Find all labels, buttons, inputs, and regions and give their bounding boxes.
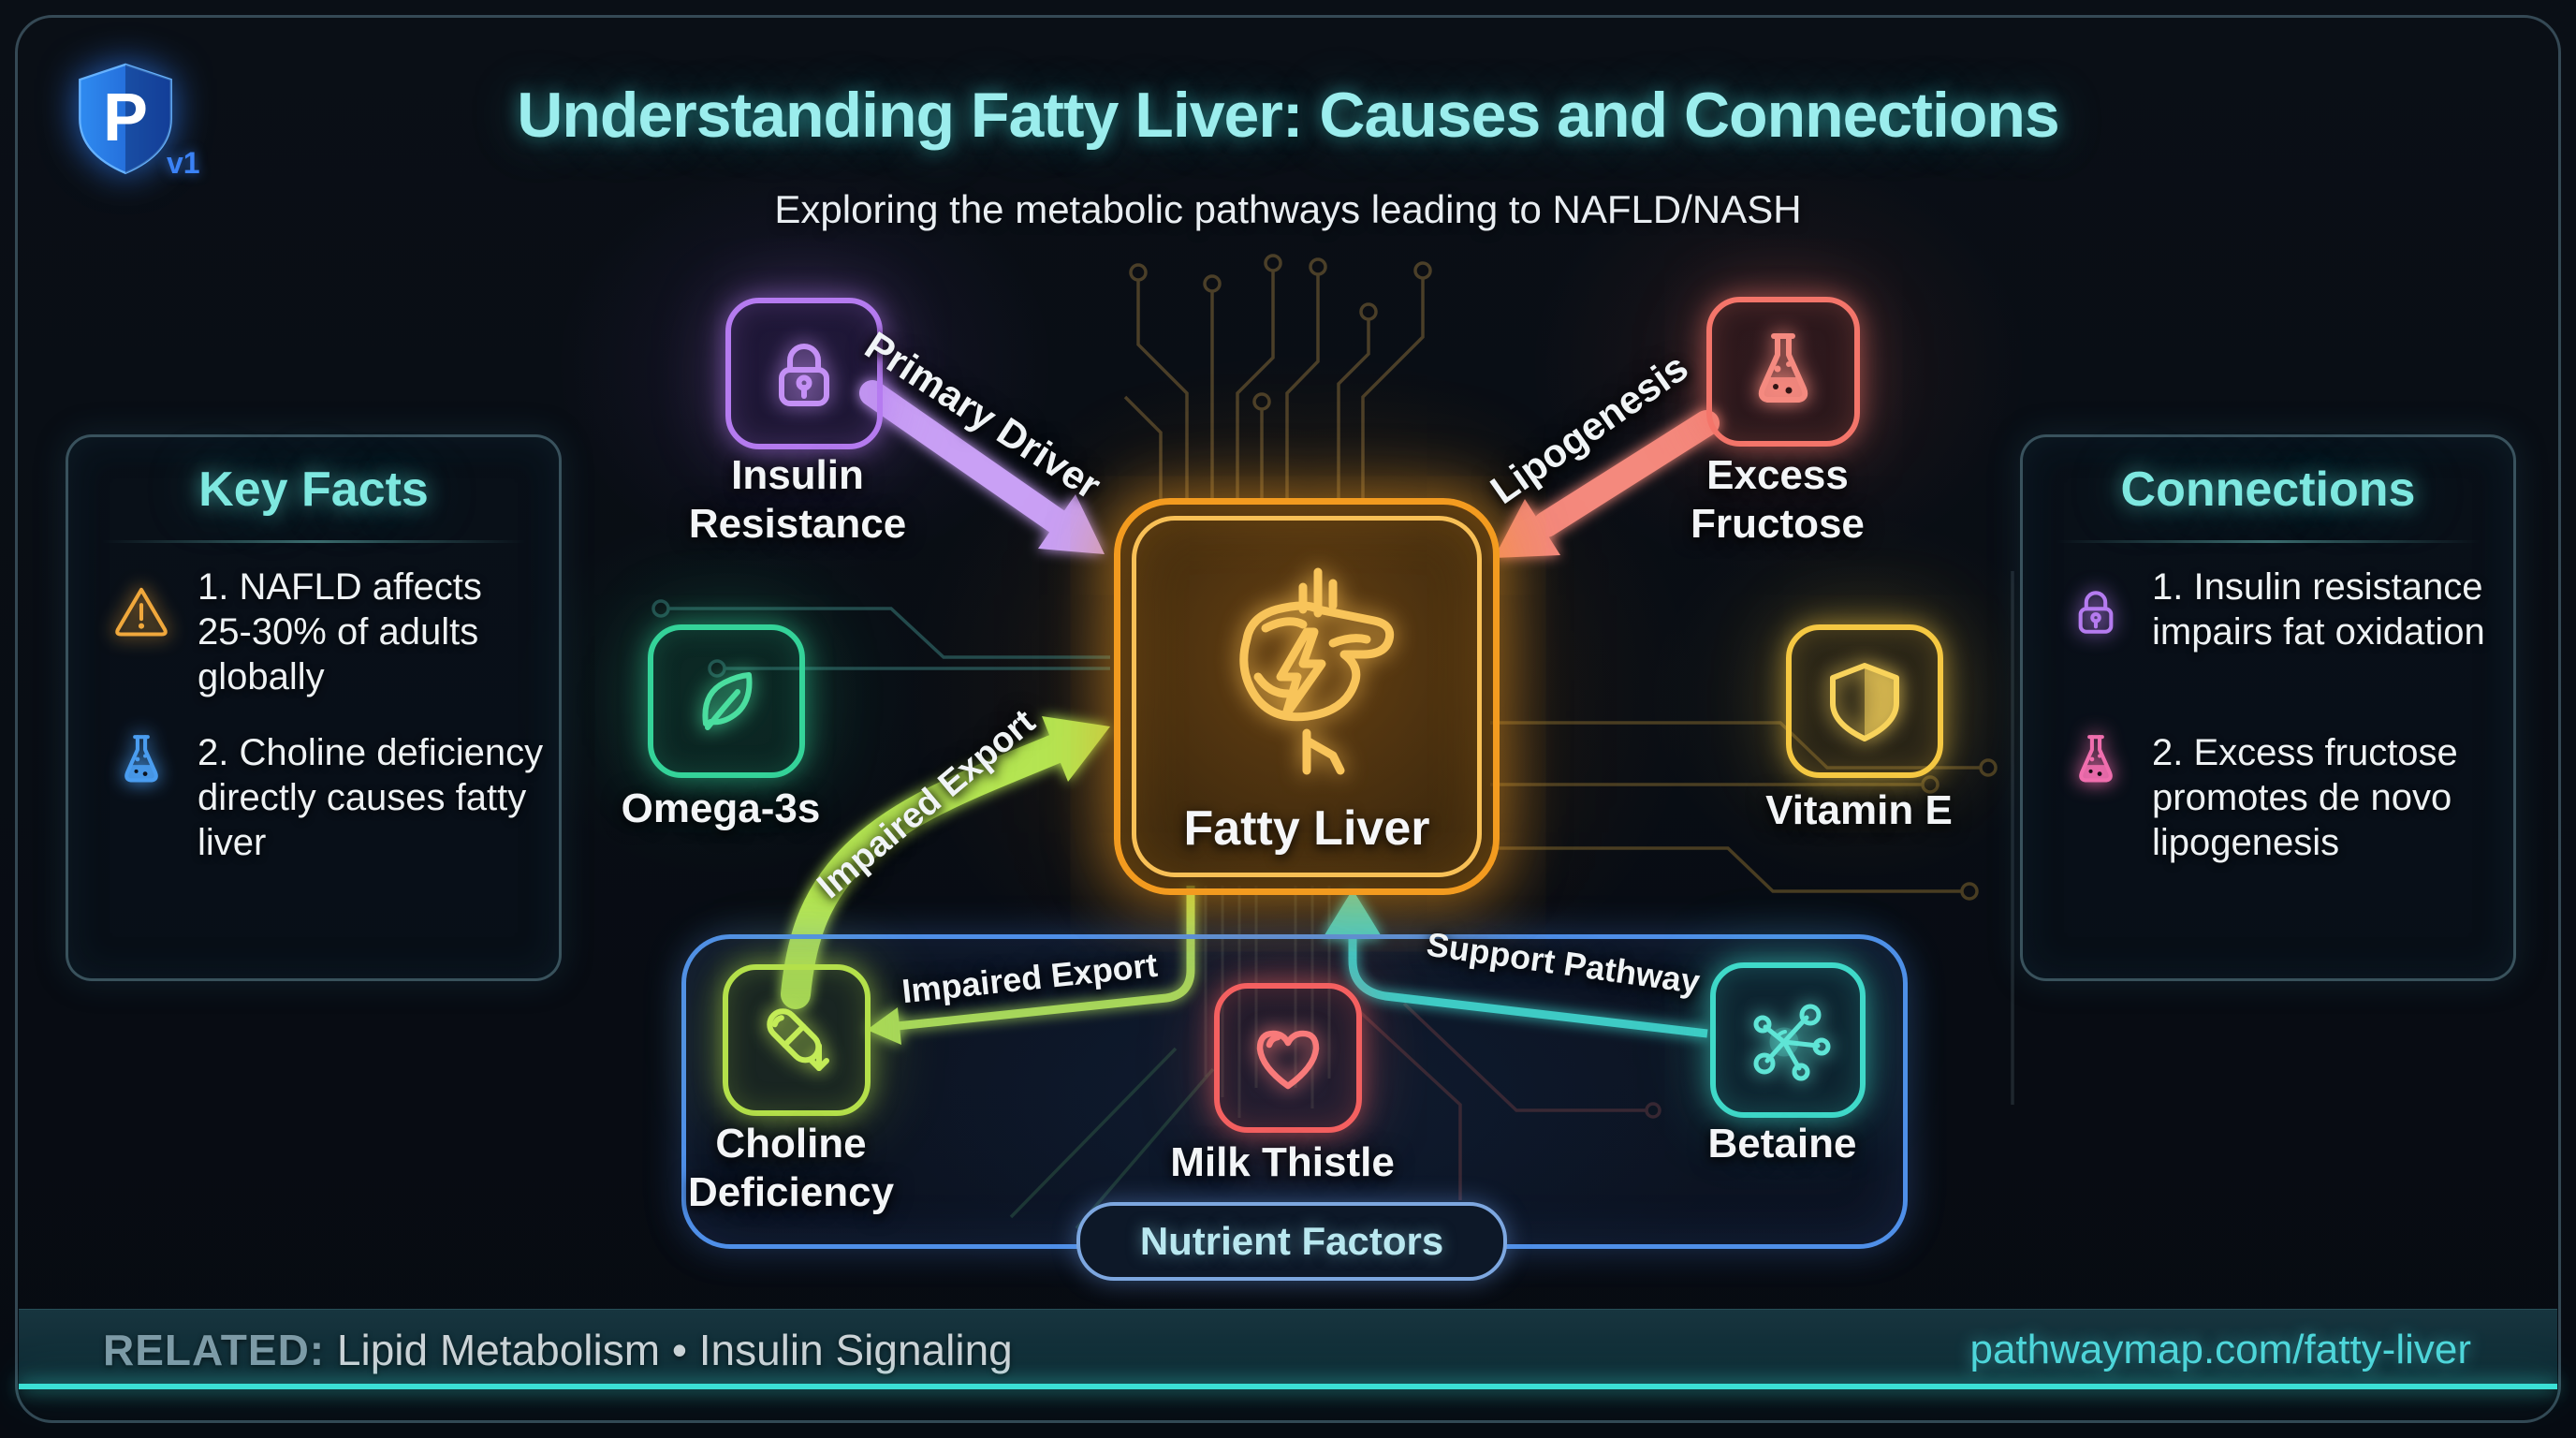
flask-icon xyxy=(1758,333,1808,403)
flask-icon xyxy=(2079,735,2113,783)
node-vitamin-e[interactable] xyxy=(1786,624,1943,778)
key-facts-panel: Key Facts 1. NAFLD affects 25-30% of adu… xyxy=(66,434,562,981)
page-subtitle: Exploring the metabolic pathways leading… xyxy=(774,187,1802,231)
connection-fact-2: 2. Excess fructose promotes de novo lipo… xyxy=(2152,732,2458,863)
leaf-icon xyxy=(702,672,753,730)
node-excess-fructose-label: Excess Fructose xyxy=(1690,452,1865,547)
warning-triangle-icon xyxy=(115,587,168,637)
footer-bar: RELATED: Lipid Metabolism • Insulin Sign… xyxy=(19,1309,2557,1388)
key-facts-divider xyxy=(102,540,525,543)
liver-bolt-icon xyxy=(1239,567,1395,775)
molecule-icon xyxy=(1753,1004,1831,1081)
node-fatty-liver[interactable]: Fatty Liver xyxy=(1114,498,1500,895)
circuit-traces xyxy=(651,254,2014,1230)
key-facts-heading: Key Facts xyxy=(198,462,429,517)
related-items: Lipid Metabolism • Insulin Signaling xyxy=(336,1326,1013,1374)
node-milk-thistle[interactable] xyxy=(1214,983,1362,1133)
capsule-icon xyxy=(767,1008,829,1071)
node-milk-thistle-label: Milk Thistle xyxy=(1170,1139,1395,1185)
key-fact-2: 2. Choline deficiency directly causes fa… xyxy=(198,732,544,863)
logo-letter: P xyxy=(103,81,148,155)
footer-accent-line xyxy=(19,1384,2557,1389)
lock-icon xyxy=(779,344,829,406)
site-url-link[interactable]: pathwaymap.com/fatty-liver xyxy=(1969,1327,2471,1372)
lock-icon xyxy=(2078,591,2114,634)
edge-impaired-export-big-arrow xyxy=(781,716,1110,1009)
logo-version-label: v1 xyxy=(167,146,200,180)
node-betaine-label: Betaine xyxy=(1707,1121,1857,1167)
connection-fact-1: 1. Insulin resistance impairs fat oxidat… xyxy=(2152,566,2485,653)
related-topics: RELATED: Lipid Metabolism • Insulin Sign… xyxy=(103,1325,1013,1375)
node-choline-deficiency[interactable] xyxy=(723,964,871,1116)
node-fatty-liver-label: Fatty Liver xyxy=(1183,801,1430,856)
node-omega3-label: Omega-3s xyxy=(621,785,821,831)
nutrient-factors-container xyxy=(681,934,1908,1249)
heart-icon xyxy=(1256,1030,1320,1090)
node-betaine[interactable] xyxy=(1710,962,1866,1118)
edge-primary-driver-arrow xyxy=(859,380,1105,554)
node-choline-deficiency-label: Choline Deficiency xyxy=(687,1121,895,1215)
edge-impaired-export-return-arrow xyxy=(867,886,1195,1045)
node-vitamin-e-label: Vitamin E xyxy=(1765,787,1953,833)
node-insulin-resistance[interactable] xyxy=(725,298,883,449)
node-insulin-resistance-label: Insulin Resistance xyxy=(688,452,907,547)
connections-divider xyxy=(2056,540,2480,543)
edge-lipogenesis-arrow xyxy=(1494,410,1720,558)
page-title: Understanding Fatty Liver: Causes and Co… xyxy=(517,80,2059,151)
node-excess-fructose[interactable] xyxy=(1706,297,1860,447)
flask-icon xyxy=(124,735,158,783)
connections-heading: Connections xyxy=(2120,462,2416,517)
shield-icon xyxy=(1830,663,1899,741)
fatty-liver-inner-ring xyxy=(1132,516,1482,877)
nutrient-factors-label: Nutrient Factors xyxy=(1076,1202,1507,1281)
node-omega3[interactable] xyxy=(648,624,805,778)
edge-support-pathway-arrow xyxy=(1323,889,1708,1038)
related-label: RELATED: xyxy=(103,1326,326,1374)
shield-logo-icon: P xyxy=(79,63,172,175)
key-fact-1: 1. NAFLD affects 25-30% of adults global… xyxy=(198,566,482,697)
connections-panel: Connections 1. Insulin resistance impair… xyxy=(2020,434,2516,981)
